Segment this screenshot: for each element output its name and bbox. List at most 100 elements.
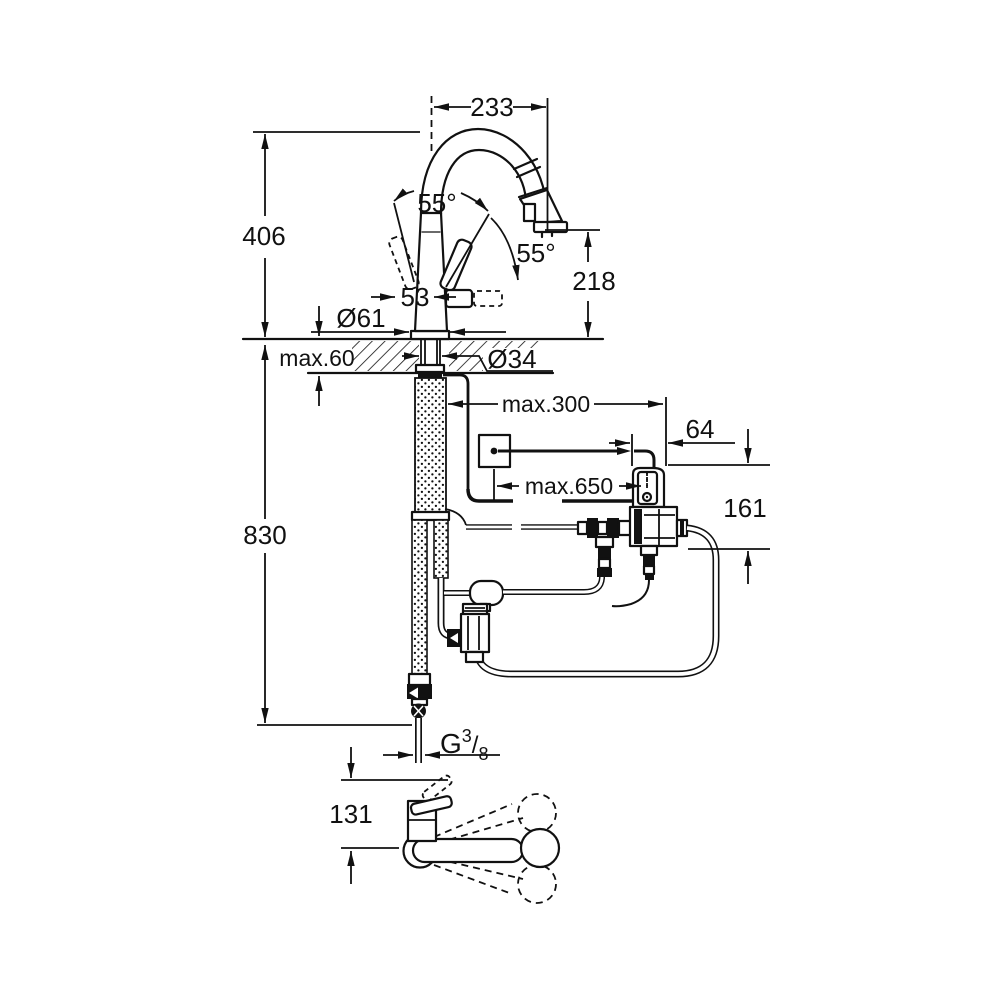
dim-supply-thread: G3/8 (383, 726, 500, 764)
valve-cap-ribs (464, 607, 486, 612)
dim-label-406: 406 (242, 221, 285, 251)
dim-label-max650: max.650 (525, 473, 613, 499)
valve-body-lines (467, 616, 480, 650)
t-bottom-cable (611, 579, 650, 608)
dim-hose-offset: max.300 (448, 391, 663, 417)
control-box-led-dot (645, 495, 649, 499)
handle-position-horizontal-dashed (473, 290, 503, 307)
dim-label-34: Ø34 (487, 344, 536, 374)
power-supply-terminal (490, 447, 498, 455)
elbow-body (407, 684, 432, 699)
spray-head-lower-position (517, 864, 557, 904)
handle-swing-guides (393, 202, 490, 288)
t-bottom-plug-3 (642, 564, 656, 576)
sensor-cable-arrow (617, 447, 631, 455)
loop-hose-outline (473, 524, 720, 678)
deck-hatch-right-upper (483, 341, 541, 348)
dim-shank-diameter: Ø34 (402, 344, 553, 374)
dim-label-218: 218 (572, 266, 615, 296)
dim-swing-right: 55° (490, 217, 556, 281)
lever-raised-dashed (421, 774, 453, 802)
dim-swing-left: 55° (393, 188, 489, 218)
dim-label-55-left: 55° (417, 188, 456, 218)
t-fitting-lines (644, 509, 675, 546)
dim-under-deck-length: 830 (243, 345, 412, 726)
dim-label-161: 161 (723, 493, 766, 523)
handle-position-horizontal (444, 288, 474, 309)
faucet-side-view (388, 96, 569, 341)
braided-hose-bundle (414, 377, 447, 513)
connector-3 (596, 520, 609, 536)
supply-nut-cross (413, 705, 424, 717)
connector-1 (576, 520, 589, 536)
t-fitting-band (634, 509, 642, 544)
sensor-cable-into-box (634, 449, 656, 467)
spout-inner-edge (439, 148, 528, 216)
capsule-pipe-right-outline (503, 574, 605, 595)
under-sink-assembly (407, 339, 720, 763)
spray-head-top-band (517, 186, 549, 199)
dim-box-height: 161 (668, 429, 770, 584)
capsule-pipe-right-core (503, 574, 604, 594)
valve-flow-arrow-icon (450, 633, 458, 643)
inline-filter-capsule (468, 579, 505, 607)
plug-segment-4 (597, 568, 612, 577)
faucet-cable (443, 373, 470, 489)
connector-2 (587, 518, 598, 538)
faucet-body (413, 211, 449, 333)
swivel-range-lines (433, 803, 524, 895)
lever-front (409, 795, 453, 816)
plug-segment-1 (594, 535, 615, 549)
handle-position-up-right (439, 238, 473, 292)
dim-label-55-right: 55° (516, 238, 555, 268)
dim-base-diameter: Ø61 (311, 303, 506, 336)
spray-head-joint-band (512, 157, 542, 179)
mounting-nut (414, 363, 446, 374)
elbow-flow-arrow-icon (409, 687, 418, 699)
connector-4 (607, 518, 619, 538)
dim-box-width: 64 (609, 397, 735, 466)
dim-label-53: 53 (401, 282, 430, 312)
data-hose-entry-curve (444, 508, 467, 526)
dimension-annotations: 233 406 55° 55° 53 Ø61 (242, 92, 770, 884)
second-hose-braided (433, 519, 449, 579)
supply-hose-braided (411, 519, 428, 677)
dim-height-above-deck: 406 (242, 131, 420, 337)
faucet-front-view (402, 774, 561, 904)
loop-hose-core (475, 526, 718, 676)
dim-label-61: Ø61 (336, 303, 385, 333)
dim-label-233: 233 (470, 92, 513, 122)
spout-front (411, 837, 525, 864)
dim-label-g38: G3/8 (440, 726, 488, 764)
pullout-hose-outline (437, 578, 462, 640)
dim-label-max300: max.300 (502, 391, 590, 417)
faucet-base (409, 329, 451, 341)
hose-clamp (410, 510, 451, 522)
t-bottom-plug-4 (645, 574, 654, 580)
spray-head-front (519, 827, 561, 869)
spout-outer-edge (419, 127, 548, 216)
t-fitting-right-port-band (680, 520, 684, 536)
spray-head-upper-position (517, 793, 557, 833)
dim-cable-length: max.650 (493, 469, 648, 500)
dim-body-width: 53 (371, 282, 456, 312)
valve-body (459, 612, 491, 654)
elbow-top (407, 672, 432, 687)
dim-label-830: 830 (243, 520, 286, 550)
mounting-nut-band (418, 372, 442, 378)
dim-label-64: 64 (686, 414, 715, 444)
t-bottom-plug-1 (639, 544, 659, 557)
faucet-cable-broken (466, 488, 633, 503)
mounting-shank (420, 339, 441, 365)
dim-front-height: 131 (329, 747, 448, 884)
dim-label-131: 131 (329, 799, 372, 829)
plug-segment-2 (598, 547, 611, 559)
handle-position-left-dashed (388, 235, 420, 291)
dim-label-max60: max.60 (279, 345, 354, 371)
spray-outlet-nozzle (540, 230, 554, 239)
t-bottom-plug-2 (643, 555, 655, 566)
dim-spout-reach: 233 (434, 92, 549, 233)
plug-segment-3 (597, 557, 612, 570)
